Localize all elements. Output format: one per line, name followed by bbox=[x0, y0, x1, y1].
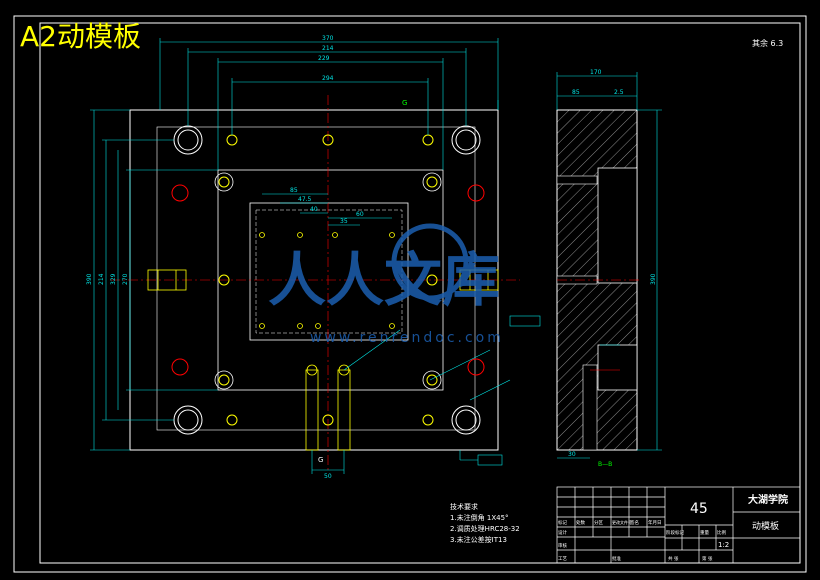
leader-lines bbox=[343, 100, 541, 466]
note-3: 3.未注公差按IT13 bbox=[450, 535, 507, 544]
tb-label-6: 设计 bbox=[558, 529, 567, 536]
section-dim-top-1: 85 bbox=[572, 89, 580, 96]
dim-left-3: 270 bbox=[122, 273, 129, 285]
dim-top-3: 294 bbox=[322, 75, 334, 82]
dim-bottom-0: 50 bbox=[324, 473, 332, 480]
pin-holes bbox=[171, 184, 485, 376]
tb-label-1: 处数 bbox=[576, 519, 585, 526]
dim-left-2: 329 bbox=[110, 273, 117, 285]
tb-label-3: 更改文件号 bbox=[612, 519, 632, 525]
dim-inner-1: 47.5 bbox=[298, 196, 312, 203]
tb-label-12: 比例 bbox=[717, 529, 726, 536]
section-dimension-lines bbox=[556, 72, 662, 459]
ejector-holes bbox=[259, 232, 395, 329]
watermark: 人人文库 www.renrendoc.com bbox=[268, 223, 504, 346]
section-dim-top-2: 2.5 bbox=[614, 89, 624, 96]
dim-inner-0: 85 bbox=[290, 187, 298, 194]
section-dim-right-0: 390 bbox=[650, 273, 657, 285]
tb-label-10: 阶段标记 bbox=[666, 529, 684, 536]
outer-frame bbox=[13, 15, 807, 573]
front-view: 370 214 229 294 390 214 329 270 85 47.5 … bbox=[86, 35, 541, 480]
tb-label-14: 第 张 bbox=[702, 555, 713, 562]
note-2: 2.调质处理HRC28-32 bbox=[450, 524, 520, 533]
section-dim-bottom-0: 30 bbox=[568, 451, 576, 458]
dim-left-1: 214 bbox=[98, 273, 105, 285]
title-block bbox=[556, 486, 801, 564]
section-marker-top: G bbox=[402, 99, 407, 107]
title-block-school: 大湖学院 bbox=[748, 493, 788, 506]
tb-label-0: 标记 bbox=[558, 519, 567, 526]
cavity-outline bbox=[249, 202, 409, 341]
tb-label-13: 共 张 bbox=[668, 555, 679, 562]
technical-notes: 技术要求 1.未注倒角 1X45° 2.调质处理HRC28-32 3.未注公差按… bbox=[450, 502, 520, 544]
section-dim-top-0: 170 bbox=[590, 69, 602, 76]
inner-dimension-lines bbox=[262, 193, 392, 226]
roughness-note: 其余 6.3 bbox=[752, 38, 783, 48]
dim-inner-3: 35 bbox=[340, 218, 348, 225]
note-1: 1.未注倒角 1X45° bbox=[450, 513, 509, 522]
dim-inner-4: 60 bbox=[356, 211, 364, 218]
dim-left-0: 390 bbox=[86, 273, 93, 285]
tb-label-11: 重量 bbox=[700, 529, 709, 536]
title-block-material: 45 bbox=[690, 501, 708, 517]
tb-label-5: 年月日 bbox=[648, 519, 662, 526]
top-dimension-lines bbox=[159, 38, 499, 170]
drawing-title: A2动模板 bbox=[20, 20, 141, 53]
tb-label-4: 签名 bbox=[630, 519, 639, 526]
dim-top-1: 214 bbox=[322, 45, 334, 52]
section-view: 170 85 2.5 390 30 B—B bbox=[556, 69, 662, 468]
left-dimension-lines bbox=[90, 109, 218, 451]
watermark-text: 人人文库 bbox=[268, 246, 500, 314]
dim-inner-2: 40 bbox=[310, 206, 318, 213]
tb-label-2: 分区 bbox=[594, 519, 603, 526]
cavity-inner bbox=[255, 209, 403, 334]
tb-label-9: 批准 bbox=[612, 555, 621, 562]
dim-top-2: 229 bbox=[318, 55, 330, 62]
section-label: B—B bbox=[598, 461, 612, 468]
plate-inner-outline bbox=[156, 126, 476, 431]
watermark-url: www.renrendoc.com bbox=[310, 330, 504, 346]
title-block-scale: 1:2 bbox=[718, 541, 729, 549]
notes-title: 技术要求 bbox=[450, 502, 478, 511]
dim-top-0: 370 bbox=[322, 35, 334, 42]
inner-frame bbox=[39, 22, 801, 564]
tb-label-7: 审核 bbox=[558, 542, 567, 549]
side-plugs bbox=[147, 269, 499, 291]
title-block-part-name: 动模板 bbox=[752, 520, 779, 532]
tb-label-8: 工艺 bbox=[558, 556, 567, 562]
section-marker-bottom: G bbox=[318, 456, 323, 464]
